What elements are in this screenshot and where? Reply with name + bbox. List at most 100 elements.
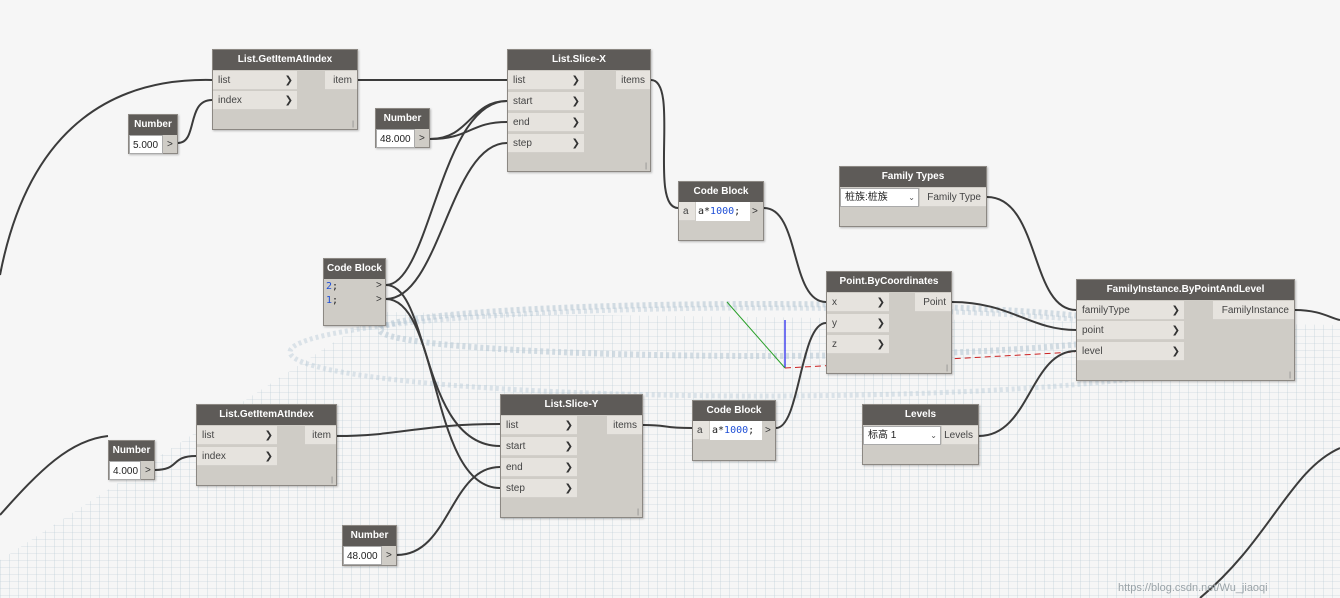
output-arrow-icon[interactable]: > xyxy=(752,206,758,217)
port-label: end xyxy=(513,117,530,128)
input-port-start[interactable]: start ❯ xyxy=(508,92,584,111)
port-arrow-icon: ❯ xyxy=(876,318,885,329)
wire xyxy=(385,142,508,300)
wire xyxy=(385,298,501,489)
code-text: a* xyxy=(712,425,725,436)
code-editor[interactable]: a*1000; xyxy=(710,421,762,440)
node-title: Number xyxy=(129,115,177,135)
port-arrow-icon: ❯ xyxy=(564,441,573,452)
input-port-end[interactable]: end ❯ xyxy=(508,113,584,132)
port-arrow-icon: ❯ xyxy=(564,483,573,494)
levels-node[interactable]: Levels 标高 1 ⌄ Levels xyxy=(862,404,979,465)
input-port-list[interactable]: list ❯ xyxy=(213,71,297,90)
port-label: y xyxy=(832,318,837,329)
output-port-items[interactable]: items xyxy=(616,71,650,90)
code-block-node-y[interactable]: Code Block a a*1000; > xyxy=(692,400,776,461)
wire xyxy=(385,100,508,286)
resize-handle-icon[interactable]: | xyxy=(946,365,948,372)
node-title: Point.ByCoordinates xyxy=(827,272,951,292)
code-text: a* xyxy=(698,206,711,217)
output-arrow-icon[interactable]: > xyxy=(376,294,382,305)
wire xyxy=(429,100,508,140)
input-port-y[interactable]: y ❯ xyxy=(827,314,889,333)
code-editor[interactable]: a*1000; xyxy=(696,202,750,221)
port-label: point xyxy=(1082,325,1104,336)
output-port-item[interactable]: item xyxy=(305,426,336,445)
number-node-48-bottom[interactable]: Number 48.000 > xyxy=(342,525,397,566)
input-port-step[interactable]: step ❯ xyxy=(508,134,584,153)
slice-x-node[interactable]: List.Slice-X list ❯ start ❯ end ❯ step ❯… xyxy=(507,49,651,172)
dropdown-value: 标高 1 xyxy=(868,430,897,441)
input-port-end[interactable]: end ❯ xyxy=(501,458,577,477)
node-title: Number xyxy=(109,441,154,461)
resize-handle-icon[interactable]: | xyxy=(645,163,647,170)
wire xyxy=(978,350,1077,437)
wire xyxy=(775,322,827,429)
number-node-5[interactable]: Number 5.000 > xyxy=(128,114,178,154)
code-text: ; xyxy=(332,295,339,306)
code-text: ; xyxy=(332,281,339,292)
code-number: 1000 xyxy=(724,425,749,436)
output-port-familyinstance[interactable]: FamilyInstance xyxy=(1213,301,1294,320)
output-port-item[interactable]: item xyxy=(325,71,357,90)
code-text: ; xyxy=(748,425,755,436)
input-port-familytype[interactable]: familyType ❯ xyxy=(1077,301,1184,320)
slice-y-node[interactable]: List.Slice-Y list ❯ start ❯ end ❯ step ❯… xyxy=(500,394,643,518)
resize-handle-icon[interactable]: | xyxy=(331,477,333,484)
familyinstance-bypointandlevel-node[interactable]: FamilyInstance.ByPointAndLevel familyTyp… xyxy=(1076,279,1295,381)
input-port-index[interactable]: index ❯ xyxy=(197,447,277,466)
port-arrow-icon: ❯ xyxy=(571,75,580,86)
output-port-point[interactable]: Point xyxy=(915,293,951,312)
resize-handle-icon[interactable]: | xyxy=(352,121,354,128)
input-port-start[interactable]: start ❯ xyxy=(501,437,577,456)
output-arrow-icon[interactable]: > xyxy=(765,425,771,436)
input-port-x[interactable]: x ❯ xyxy=(827,293,889,312)
resize-handle-icon[interactable]: | xyxy=(1289,372,1291,379)
port-arrow-icon: ❯ xyxy=(1171,325,1180,336)
code-block-node-2-1[interactable]: Code Block 2; 1; > > xyxy=(323,258,386,326)
port-arrow-icon: ❯ xyxy=(264,451,273,462)
input-port-index[interactable]: index ❯ xyxy=(213,91,297,110)
getitematindex-node-bottom[interactable]: List.GetItemAtIndex list ❯ index ❯ item … xyxy=(196,404,337,486)
input-port-list[interactable]: list ❯ xyxy=(508,71,584,90)
input-port-z[interactable]: z ❯ xyxy=(827,335,889,354)
number-value-field[interactable]: 48.000 xyxy=(376,129,415,148)
input-port-level[interactable]: level ❯ xyxy=(1077,342,1184,361)
number-node-48-top[interactable]: Number 48.000 > xyxy=(375,108,430,148)
code-block-node-x[interactable]: Code Block a a*1000; > xyxy=(678,181,764,241)
number-node-4[interactable]: Number 4.000 > xyxy=(108,440,155,480)
input-port-list[interactable]: list ❯ xyxy=(501,416,577,435)
family-type-dropdown[interactable]: 桩族:桩族 ⌄ xyxy=(840,188,919,207)
getitematindex-node-top[interactable]: List.GetItemAtIndex list ❯ index ❯ item … xyxy=(212,49,358,130)
input-port-a[interactable]: a xyxy=(679,202,695,221)
wire xyxy=(951,301,1077,331)
family-types-node[interactable]: Family Types 桩族:桩族 ⌄ Family Type xyxy=(839,166,987,227)
output-port-items[interactable]: items xyxy=(607,416,642,435)
input-port-point[interactable]: point ❯ xyxy=(1077,321,1184,340)
output-arrow-icon[interactable]: > xyxy=(376,280,382,291)
point-bycoordinates-node[interactable]: Point.ByCoordinates x ❯ y ❯ z ❯ Point | xyxy=(826,271,952,374)
input-port-a[interactable]: a xyxy=(693,421,709,440)
number-value-field[interactable]: 4.000 xyxy=(109,461,141,480)
node-title: Code Block xyxy=(693,401,775,421)
number-value-field[interactable]: 5.000 xyxy=(129,135,163,154)
wire xyxy=(986,196,1077,311)
node-title: List.GetItemAtIndex xyxy=(197,405,336,425)
wire xyxy=(336,423,501,437)
resize-handle-icon[interactable]: | xyxy=(637,509,639,516)
watermark-text: https://blog.csdn.net/Wu_jiaoqi xyxy=(1118,582,1268,594)
node-title: Code Block xyxy=(324,259,385,279)
port-arrow-icon: ❯ xyxy=(876,297,885,308)
output-port-family-type[interactable]: Family Type xyxy=(920,188,986,207)
input-port-list[interactable]: list ❯ xyxy=(197,426,277,445)
output-port-levels[interactable]: Levels xyxy=(942,426,978,445)
output-arrow-icon: > xyxy=(145,465,151,476)
code-number: 2 xyxy=(326,281,333,292)
number-value-field[interactable]: 48.000 xyxy=(343,546,382,565)
level-dropdown[interactable]: 标高 1 ⌄ xyxy=(863,426,941,445)
input-port-step[interactable]: step ❯ xyxy=(501,479,577,498)
node-title: Family Types xyxy=(840,167,986,187)
code-editor[interactable]: 2; 1; xyxy=(326,280,338,308)
